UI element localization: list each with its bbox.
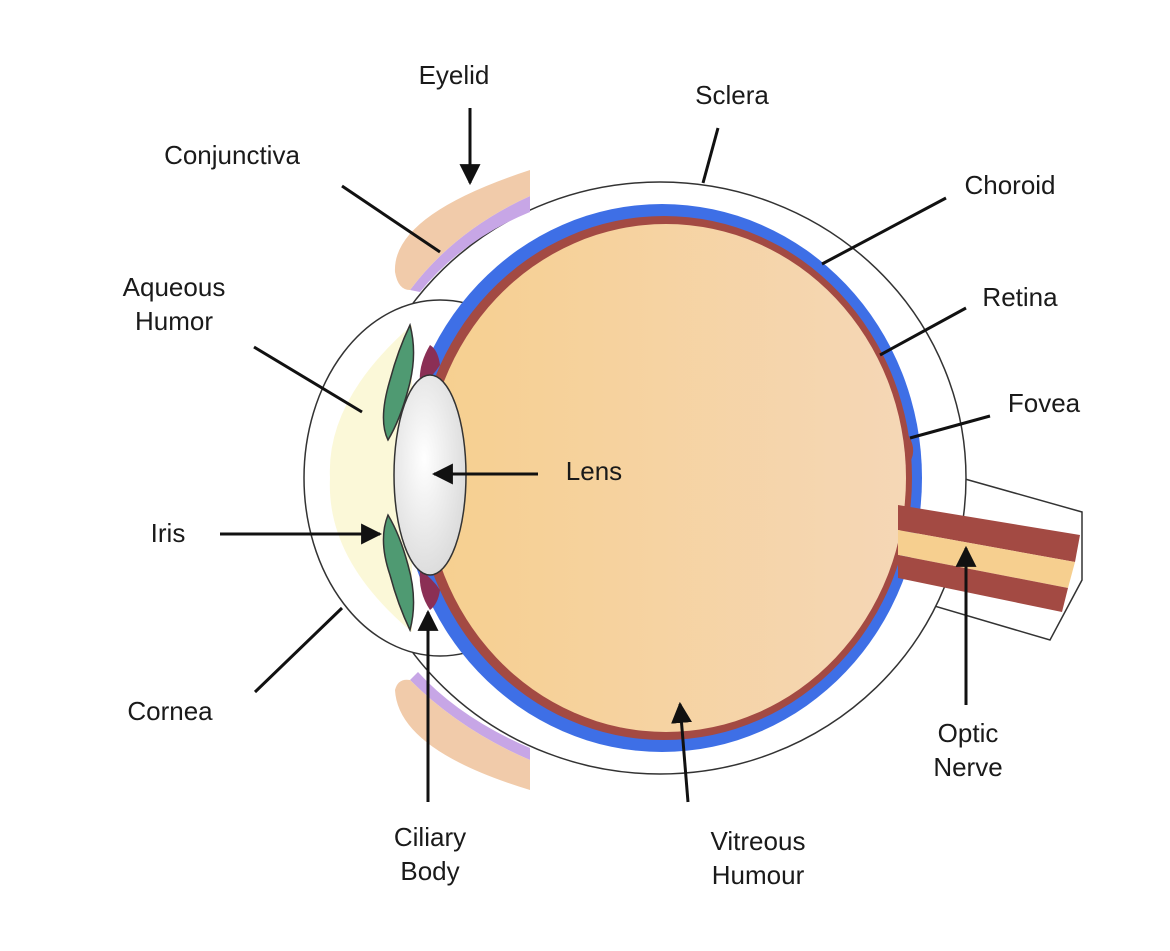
conjunctiva-label: Conjunctiva (164, 140, 300, 170)
aqueous-humor-label-line2: Humor (135, 306, 213, 336)
vitreous-humour (426, 224, 906, 732)
lens-label: Lens (566, 456, 622, 486)
conjunctiva-upper (410, 196, 530, 292)
conjunctiva-lower (410, 672, 530, 760)
aqueous-humor-label-line1: Aqueous (123, 272, 226, 302)
retina-leader (879, 306, 967, 357)
ciliary-body-label-line1: Ciliary (394, 822, 466, 852)
vitreous-humour-label-line2: Humour (712, 860, 805, 890)
cornea-label: Cornea (127, 696, 213, 726)
sclera-label: Sclera (695, 80, 769, 110)
fovea-leader (909, 414, 991, 440)
fovea-label: Fovea (1008, 388, 1081, 418)
ciliary-body-upper (419, 345, 440, 385)
optic-nerve-band-lower (898, 555, 1068, 612)
iris-label: Iris (151, 518, 186, 548)
eyelid-upper (394, 170, 530, 290)
choroid-leader (821, 196, 947, 266)
sclera-leader (701, 127, 720, 184)
iris-lower (382, 513, 415, 633)
ciliary-body-lower (419, 570, 440, 610)
optic-nerve-core (898, 530, 1075, 588)
ciliary-body-label-line2: Body (400, 856, 459, 886)
retina-label: Retina (982, 282, 1058, 312)
iris-upper (382, 322, 415, 442)
vitreous-humour-leader (671, 701, 693, 803)
fovea-notch (905, 432, 914, 462)
conjunctiva-leader (341, 184, 441, 254)
cornea-leader (253, 606, 344, 694)
eyelid-label: Eyelid (419, 60, 490, 90)
optic-nerve-label-line2: Nerve (933, 752, 1002, 782)
aqueous-humor-leader (253, 345, 363, 414)
optic-nerve-label-line1: Optic (938, 718, 999, 748)
vitreous-humour-label-line1: Vitreous (711, 826, 806, 856)
optic-nerve-band-upper (898, 505, 1080, 562)
choroid-label: Choroid (964, 170, 1055, 200)
